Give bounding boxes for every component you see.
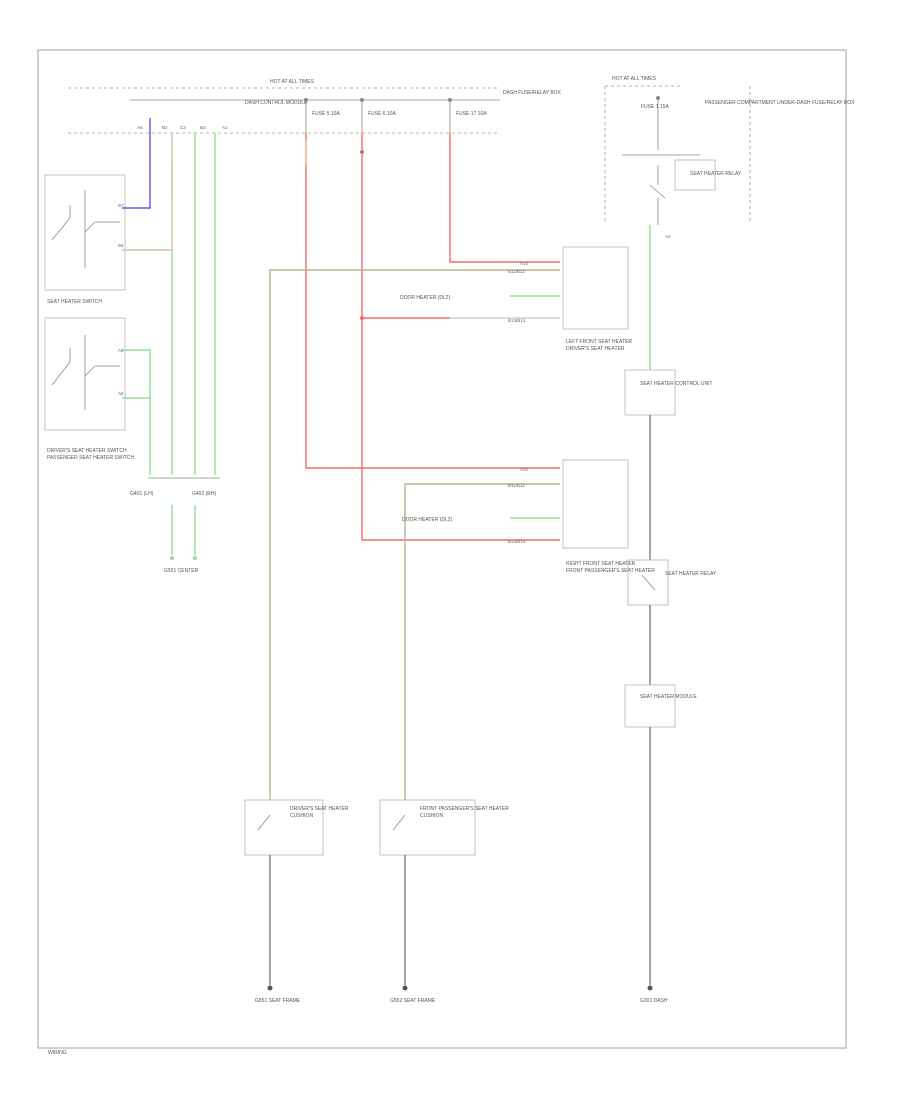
- svg-text:HOT AT ALL TIMES: HOT AT ALL TIMES: [270, 79, 315, 85]
- seat-heater-switch-2: A5 A6 DRIVER'S SEAT HEATER SWITCH PASSEN…: [44, 317, 135, 461]
- left-front-seat-heater-module: A10 B11/B12 B13/B14 LEFT FRONT SEAT HEAT…: [508, 246, 632, 352]
- svg-text:RIGHT FRONT SEAT HEATER: RIGHT FRONT SEAT HEATER: [566, 561, 636, 567]
- svg-text:FUSE 17 10A: FUSE 17 10A: [456, 111, 487, 117]
- svg-text:G551 SEAT FRAME: G551 SEAT FRAME: [255, 998, 301, 1004]
- svg-text:SEAT HEATER SWITCH: SEAT HEATER SWITCH: [47, 299, 102, 305]
- svg-text:B11/B12: B11/B12: [508, 269, 525, 274]
- svg-text:B2: B2: [162, 125, 168, 130]
- svg-text:C3: C3: [180, 125, 186, 130]
- svg-text:A6: A6: [137, 125, 143, 130]
- svg-text:FUSE 6 10A: FUSE 6 10A: [368, 111, 396, 117]
- svg-text:A10: A10: [520, 261, 529, 266]
- svg-text:G301 DASH: G301 DASH: [640, 998, 668, 1004]
- svg-text:LEFT FRONT SEAT HEATER: LEFT FRONT SEAT HEATER: [566, 339, 632, 345]
- svg-text:CUSHION: CUSHION: [290, 813, 313, 819]
- svg-text:B4: B4: [118, 243, 124, 248]
- svg-text:SEAT HEATER CONTROL UNIT: SEAT HEATER CONTROL UNIT: [640, 381, 713, 387]
- svg-text:FUSE 1 15A: FUSE 1 15A: [641, 104, 669, 110]
- svg-text:A1: A1: [222, 125, 228, 130]
- svg-text:B3: B3: [200, 125, 206, 130]
- svg-text:B11/B12: B11/B12: [508, 483, 525, 488]
- svg-text:A4: A4: [665, 234, 671, 239]
- svg-text:B13/B14: B13/B14: [508, 539, 526, 544]
- svg-text:CUSHION: CUSHION: [420, 813, 443, 819]
- svg-text:PASSENGER SEAT HEATER SWITCH: PASSENGER SEAT HEATER SWITCH: [47, 455, 135, 461]
- svg-text:A5: A5: [118, 348, 124, 353]
- svg-text:DOOR HEATER (DL2): DOOR HEATER (DL2): [400, 295, 451, 301]
- svg-text:A6: A6: [118, 391, 124, 396]
- svg-text:PASSENGER COMPARTMENT UNDER-DA: PASSENGER COMPARTMENT UNDER-DASH FUSE/RE…: [705, 100, 855, 106]
- svg-text:B13/B14: B13/B14: [508, 318, 526, 323]
- svg-text:FRONT PASSENGER'S SEAT HEATER: FRONT PASSENGER'S SEAT HEATER: [420, 806, 509, 812]
- svg-text:G552 SEAT FRAME: G552 SEAT FRAME: [390, 998, 436, 1004]
- diagram-frame: [37, 49, 847, 1049]
- svg-text:B7: B7: [118, 203, 124, 208]
- left-wiring: G401 (LH) G402 (RH) G501 CENTER: [122, 118, 220, 574]
- svg-text:DOOR HEATER (DL2): DOOR HEATER (DL2): [402, 517, 453, 523]
- svg-text:FRONT PASSENGER'S SEAT HEATER: FRONT PASSENGER'S SEAT HEATER: [566, 568, 655, 574]
- svg-text:SEAT HEATER RELAY: SEAT HEATER RELAY: [665, 571, 717, 577]
- svg-text:DASH CONTROL MODULE: DASH CONTROL MODULE: [245, 100, 308, 106]
- footer-label: WIRING: [48, 1050, 67, 1056]
- passenger-seat-heater: FRONT PASSENGER'S SEAT HEATER CUSHION G5…: [379, 799, 509, 1004]
- seat-heater-switch-1: B7 B4 SEAT HEATER SWITCH: [44, 174, 126, 305]
- right-front-seat-heater-module: A10 B11/B12 B13/B14 RIGHT FRONT SEAT HEA…: [508, 459, 655, 574]
- svg-text:HOT AT ALL TIMES: HOT AT ALL TIMES: [612, 76, 657, 82]
- svg-text:G402 (RH): G402 (RH): [192, 491, 217, 497]
- relay-box-top-right: HOT AT ALL TIMES FUSE 1 15A PASSENGER CO…: [604, 76, 855, 239]
- svg-text:DRIVER'S SEAT HEATER SWITCH: DRIVER'S SEAT HEATER SWITCH: [47, 448, 127, 454]
- svg-text:SEAT HEATER MODULE: SEAT HEATER MODULE: [640, 694, 697, 700]
- driver-seat-heater: DRIVER'S SEAT HEATER CUSHION G551 SEAT F…: [244, 799, 349, 1004]
- svg-text:G501 CENTER: G501 CENTER: [164, 568, 199, 574]
- svg-text:G401 (LH): G401 (LH): [130, 491, 154, 497]
- svg-text:A10: A10: [520, 467, 529, 472]
- svg-text:DRIVER'S SEAT HEATER: DRIVER'S SEAT HEATER: [290, 806, 349, 812]
- svg-text:DASH FUSE/RELAY BOX: DASH FUSE/RELAY BOX: [503, 90, 562, 96]
- svg-text:SEAT HEATER RELAY: SEAT HEATER RELAY: [690, 171, 742, 177]
- main-wiring: DOOR HEATER (DL2) DOOR HEATER (DL2): [269, 133, 560, 800]
- right-control-chain: SEAT HEATER CONTROL UNIT SEAT HEATER REL…: [624, 225, 717, 1004]
- svg-text:FUSE 5 10A: FUSE 5 10A: [312, 111, 340, 117]
- svg-text:DRIVER'S SEAT HEATER: DRIVER'S SEAT HEATER: [566, 346, 625, 352]
- top-fuse-bus: HOT AT ALL TIMES DASH CONTROL MODULE FUS…: [68, 79, 562, 134]
